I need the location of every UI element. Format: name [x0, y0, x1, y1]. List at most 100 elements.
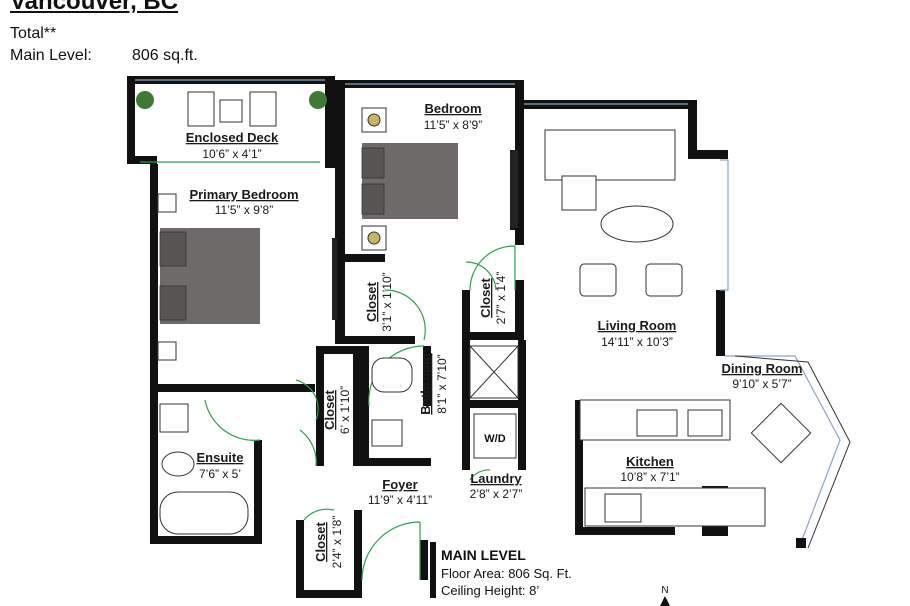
ensuite-dim: 7’6” x 5’ [199, 467, 241, 481]
wardrobe [510, 150, 518, 228]
entry-door[interactable] [361, 521, 421, 581]
nightstand [157, 341, 177, 361]
main-level-area: 806 sq.ft. [132, 47, 198, 64]
window [725, 355, 841, 546]
closet-c-label: Closet [322, 389, 337, 429]
closet-c-door-2[interactable] [299, 429, 317, 467]
closet-d-label: Closet [313, 521, 328, 561]
laundry-dim: 2’8” x 2’7” [470, 487, 523, 501]
ensuite-door[interactable] [204, 399, 261, 441]
enclosed-deck-label: Enclosed Deck [186, 130, 279, 145]
dining-room-dim: 9’10” x 5’7” [732, 377, 791, 391]
bay-window-frame [734, 355, 851, 549]
wall [345, 254, 385, 262]
primary-bedroom-dim: 11’5” x 9’8” [215, 203, 273, 217]
wall [254, 440, 262, 544]
closet-d-dim: 2’4” x 1’8” [330, 516, 344, 569]
wall [353, 346, 361, 466]
closet-b-label: Closet [478, 277, 493, 317]
pillow [361, 183, 385, 215]
wall [150, 384, 158, 544]
armchair [579, 263, 617, 297]
plant-icon [136, 91, 154, 109]
wall [354, 510, 362, 598]
nightstand [157, 193, 177, 213]
wall [423, 346, 431, 406]
ceiling-height: Ceiling Height: 8’ [441, 583, 539, 598]
closet-b-door[interactable] [465, 261, 497, 291]
stove-icon [604, 493, 642, 523]
wall [462, 400, 524, 408]
bathtub-icon [159, 491, 249, 535]
furniture [136, 91, 812, 535]
dining-room-label: Dining Room [722, 361, 803, 376]
wall [518, 340, 526, 470]
washer-dryer [473, 413, 517, 459]
primary-bedroom-label: Primary Bedroom [189, 187, 298, 202]
living-room-label: Living Room [598, 318, 677, 333]
dining-table [750, 402, 812, 464]
living-room-dim: 14’11” x 10’3” [601, 335, 673, 349]
dishwasher [687, 409, 723, 437]
closet-c-dim: 6’ x 1’10” [338, 386, 352, 434]
closet-a-dim: 3’1” x 1’10” [380, 272, 394, 331]
floor-area: Floor Area: 806 Sq. Ft. [441, 566, 572, 581]
bedroom-door[interactable] [469, 245, 516, 291]
wall [127, 76, 135, 162]
ensuite-label: Ensuite [197, 450, 244, 465]
main-level-label: Main Level: [10, 47, 92, 64]
wall [335, 84, 345, 344]
foyer-label: Foyer [382, 477, 417, 492]
closet-d-door[interactable] [303, 508, 335, 521]
washer-dryer-label: W/D [484, 433, 505, 445]
wall [688, 100, 697, 155]
pillow [159, 231, 187, 267]
wall [316, 346, 324, 466]
windows [135, 79, 851, 549]
legend-title: MAIN LEVEL [441, 547, 526, 563]
deck-chair [249, 91, 277, 127]
window [720, 159, 729, 291]
shower-line [469, 345, 519, 399]
room-labels: Enclosed Deck 10’6” x 4’1” Bedroom 11’5”… [186, 101, 803, 568]
city-title: Vancouver, BC [10, 0, 179, 15]
wall [345, 336, 415, 344]
wall [150, 164, 158, 390]
total-label: Total** [10, 25, 57, 42]
lamp-icon [367, 113, 381, 127]
side-table [219, 99, 243, 123]
wall [296, 590, 362, 598]
wall [316, 346, 360, 354]
wall [716, 290, 725, 356]
sink-icon [636, 409, 678, 437]
armchair [645, 263, 683, 297]
wall [462, 290, 470, 338]
chaise [561, 175, 597, 211]
wall [462, 332, 524, 340]
wall [575, 400, 583, 530]
laundry-door[interactable] [469, 469, 491, 481]
legend: MAIN LEVEL Floor Area: 806 Sq. Ft. Ceili… [430, 542, 572, 598]
sink-icon [371, 419, 403, 447]
closet-c-door[interactable] [295, 379, 319, 421]
closet-a-door[interactable] [384, 289, 426, 341]
wall [688, 150, 728, 159]
compass-icon: N [660, 585, 670, 606]
pillow [361, 147, 385, 179]
closet-a-label: Closet [364, 281, 379, 321]
compass-needle [660, 596, 670, 606]
pillow [159, 285, 187, 321]
plant-icon [309, 91, 327, 109]
toilet-icon [371, 357, 413, 393]
bedroom-dim: 11’5” x 8’9” [424, 118, 482, 132]
bedroom-label: Bedroom [424, 101, 481, 116]
bathroom-label: Bathroom [418, 353, 433, 414]
wall [296, 520, 304, 595]
bathroom-dim: 8’1” x 7’10” [435, 354, 449, 413]
wall [150, 536, 260, 544]
wall [150, 384, 315, 392]
lamp-icon [367, 231, 381, 245]
wall [420, 540, 428, 580]
legend-bar [430, 542, 436, 598]
